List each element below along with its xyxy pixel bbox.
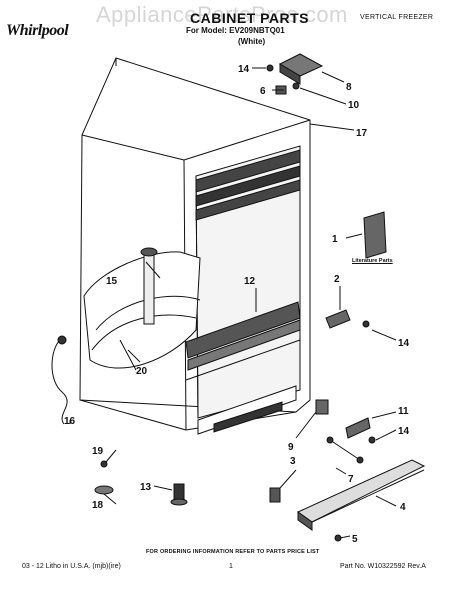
callout-label: 2 bbox=[334, 274, 340, 285]
print-info: 03 - 12 Litho in U.S.A. (mjb)(ire) bbox=[22, 563, 121, 570]
callout-label: 5 bbox=[352, 534, 358, 545]
callout-label: 7 bbox=[348, 474, 354, 485]
callout-label: 1 bbox=[332, 234, 338, 245]
color-line: (White) bbox=[238, 37, 266, 46]
callout-label: 14 bbox=[238, 64, 250, 75]
literature-parts-label: Literature Parts bbox=[352, 258, 393, 264]
callout-label: 10 bbox=[348, 100, 360, 111]
callout-label: 18 bbox=[92, 500, 104, 511]
callout-label: 15 bbox=[106, 276, 118, 287]
part-number: Part No. W10322592 Rev.A bbox=[340, 563, 426, 570]
callout-label: 19 bbox=[92, 446, 104, 457]
page-number: 1 bbox=[229, 563, 233, 570]
callout-label: 9 bbox=[288, 442, 294, 453]
callout-label: 3 bbox=[290, 456, 296, 467]
callout-label: 16 bbox=[64, 416, 76, 427]
cabinet-drawing bbox=[51, 53, 426, 542]
callout-label: 8 bbox=[346, 82, 352, 93]
callout-label: 20 bbox=[136, 366, 148, 377]
page-subtitle: VERTICAL FREEZER bbox=[360, 14, 434, 21]
callout-label: 11 bbox=[398, 406, 409, 417]
brand-logo: Whirlpool bbox=[6, 22, 69, 39]
callout-label: 4 bbox=[400, 502, 406, 513]
callout-label: 17 bbox=[356, 128, 368, 139]
callout-label: 12 bbox=[244, 276, 256, 287]
model-line: For Model: EV209NBTQ01 bbox=[186, 26, 285, 35]
ordering-note: FOR ORDERING INFORMATION REFER TO PARTS … bbox=[146, 549, 320, 555]
callout-label: 14 bbox=[398, 426, 410, 437]
callout-label: 14 bbox=[398, 338, 410, 349]
watermark: AppliancePartsPros.com bbox=[96, 2, 348, 27]
callout-label: 6 bbox=[260, 86, 266, 97]
page-title: CABINET PARTS bbox=[190, 10, 310, 26]
callout-labels: 14 8 6 10 17 1 2 15 12 14 20 16 9 11 14 … bbox=[64, 64, 410, 545]
callout-label: 13 bbox=[140, 482, 152, 493]
